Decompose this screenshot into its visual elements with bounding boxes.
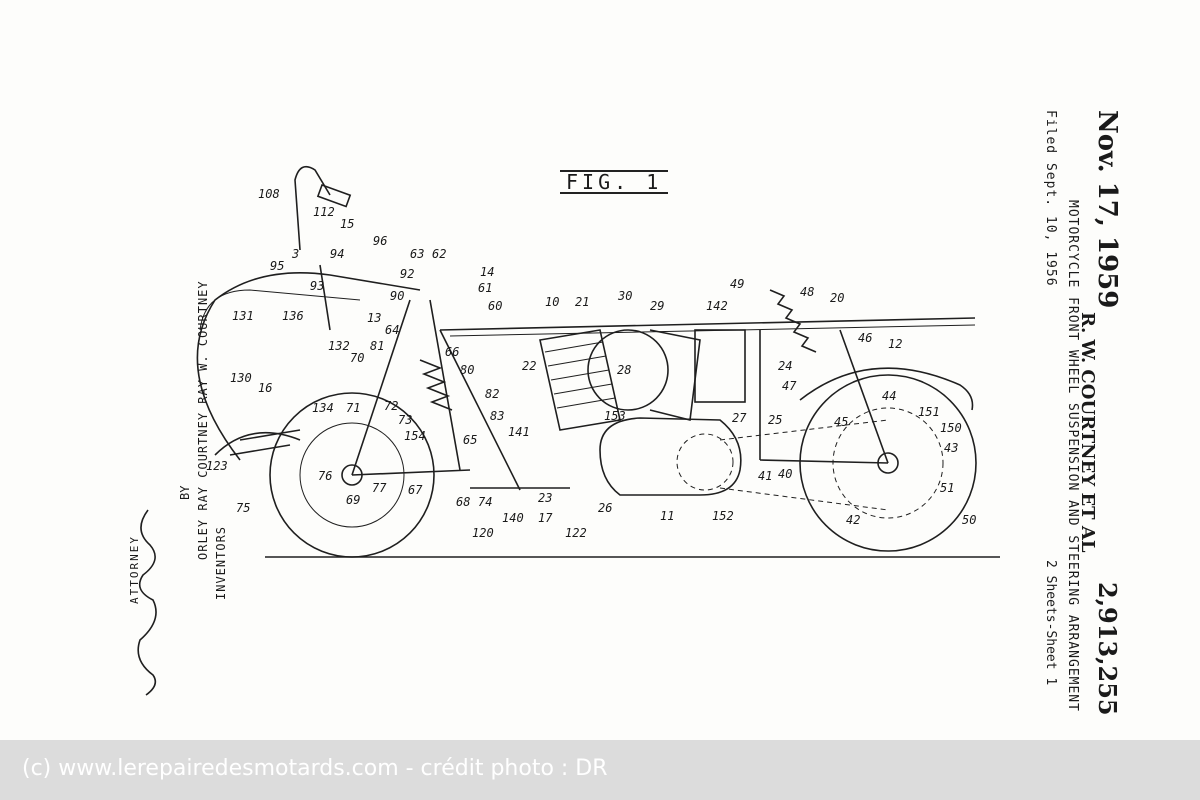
image-credit-banner: (c) www.lerepairedesmotards.com - crédit… [0,740,1200,800]
inventors-names: ORLEY RAY COURTNEY RAY W. COURTNEY [196,280,210,560]
rear-swing-arm [760,460,888,463]
front-guard [230,430,300,455]
fork-link-a [352,300,410,475]
swing-arm-front [352,470,470,475]
motorcycle-drawing [0,0,1200,740]
attorney-signature [128,500,168,700]
inventors-by: BY [178,486,192,500]
patent-filed-date: Filed Sept. 10, 1956 [1043,110,1058,287]
handlebar-grip [318,185,350,207]
front-spring [420,360,452,410]
front-shield [197,273,420,460]
figure-label: FIG. 1 [560,170,668,194]
patent-number: 2,913,255 [1093,582,1122,716]
patent-title: MOTORCYCLE FRONT WHEEL SUSPENSION AND ST… [1065,200,1080,712]
patent-inventor: R. W. COURTNEY ET AL [1077,312,1098,552]
frame-top-tube [440,318,975,330]
patent-date: Nov. 17, 1959 [1092,110,1122,308]
rear-stay [840,330,888,463]
battery-box [695,330,745,402]
engine-flywheel [588,330,668,410]
front-shield-inner [200,290,360,330]
inventors-label: INVENTORS [214,526,228,600]
credit-text: (c) www.lerepairedesmotards.com - crédit… [22,756,608,781]
handlebar [295,167,330,250]
chain-case [600,418,741,495]
patent-sheet-count: 2 Sheets-Sheet 1 [1043,560,1058,685]
drive-sprocket [677,434,733,490]
patent-sheet: Nov. 17, 1959 R. W. COURTNEY ET AL 2,913… [0,0,1200,740]
